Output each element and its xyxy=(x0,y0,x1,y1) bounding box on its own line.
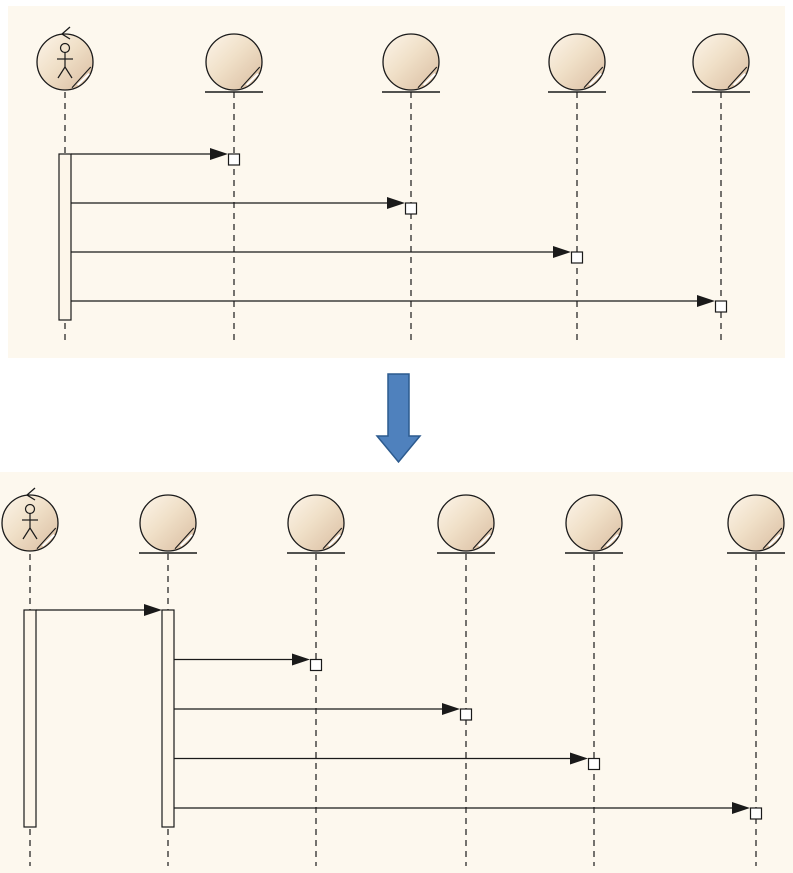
lifeline-circle xyxy=(548,33,606,91)
entity-lifeline-head[interactable] xyxy=(205,33,263,93)
execution-box xyxy=(714,300,728,313)
execution-box xyxy=(227,153,241,166)
after-diagram-panel xyxy=(0,472,793,873)
execution-box xyxy=(404,202,418,215)
entity-lifeline-head[interactable] xyxy=(692,33,750,93)
highlight-line xyxy=(76,73,90,86)
lifeline-circle xyxy=(205,33,263,91)
message-arrow[interactable] xyxy=(36,604,162,616)
entity-lifeline-head[interactable] xyxy=(437,494,495,554)
arrowhead-icon xyxy=(387,197,405,209)
highlight-line xyxy=(477,534,491,547)
down-arrow-icon xyxy=(375,373,422,464)
execution-box xyxy=(309,658,323,672)
activation-bar[interactable] xyxy=(161,609,175,828)
arrowhead-icon xyxy=(553,246,571,258)
highlight-line xyxy=(732,73,746,86)
highlight-line xyxy=(767,534,781,547)
before-sequence-diagram xyxy=(36,26,750,340)
activation-bar[interactable] xyxy=(58,153,72,321)
shading-line xyxy=(727,66,748,89)
message-arrow[interactable] xyxy=(174,752,601,771)
shading-line xyxy=(583,66,604,89)
highlight-line xyxy=(327,534,341,547)
actor-lifeline-head[interactable] xyxy=(1,487,59,552)
entity-lifeline-head[interactable] xyxy=(287,494,345,554)
arrowhead-icon xyxy=(442,703,460,715)
highlight-line xyxy=(605,534,619,547)
shading-line xyxy=(417,66,438,89)
execution-box xyxy=(459,708,473,721)
message-arrow[interactable] xyxy=(71,148,241,166)
lifeline-circle xyxy=(692,33,750,91)
execution-box xyxy=(587,757,601,771)
arrowhead-icon xyxy=(570,752,588,765)
shading-line xyxy=(174,527,195,550)
message-arrow[interactable] xyxy=(71,246,584,264)
lifeline-circle xyxy=(139,494,197,552)
highlight-line xyxy=(422,73,436,86)
message-arrow[interactable] xyxy=(174,703,473,721)
highlight-line xyxy=(588,73,602,86)
message-arrow[interactable] xyxy=(174,653,323,672)
entity-lifeline-head[interactable] xyxy=(548,33,606,93)
message-arrow[interactable] xyxy=(71,197,418,215)
highlight-line xyxy=(245,73,259,86)
arrowhead-icon xyxy=(732,802,750,814)
shading-line xyxy=(71,66,92,89)
activation-bar[interactable] xyxy=(23,609,37,828)
execution-box xyxy=(570,251,584,264)
entity-lifeline-head[interactable] xyxy=(139,494,197,554)
message-arrow[interactable] xyxy=(71,295,728,313)
shading-line xyxy=(762,527,783,550)
shading-line xyxy=(600,527,621,550)
stick-figure-icon xyxy=(57,42,73,79)
lifeline-circle xyxy=(382,33,440,91)
actor-lifeline-head[interactable] xyxy=(36,26,94,91)
entity-lifeline-head[interactable] xyxy=(382,33,440,93)
hook-mark-icon xyxy=(60,26,71,40)
shading-line xyxy=(36,527,57,550)
arrowhead-icon xyxy=(210,148,228,160)
lifeline-circle xyxy=(565,494,623,552)
arrowhead-icon xyxy=(144,604,162,616)
shading-line xyxy=(240,66,261,89)
highlight-line xyxy=(41,534,55,547)
entity-lifeline-head[interactable] xyxy=(565,494,623,554)
highlight-line xyxy=(179,534,193,547)
lifeline-circle xyxy=(727,494,785,552)
lifeline-circle xyxy=(437,494,495,552)
entity-lifeline-head[interactable] xyxy=(727,494,785,554)
shading-line xyxy=(322,527,343,550)
arrowhead-icon xyxy=(292,653,310,666)
hook-mark-icon xyxy=(25,487,36,501)
arrowhead-icon xyxy=(697,295,715,307)
message-arrow[interactable] xyxy=(174,802,763,820)
after-sequence-diagram xyxy=(1,487,785,866)
lifeline-circle xyxy=(287,494,345,552)
stick-figure-icon xyxy=(22,503,38,540)
shading-line xyxy=(472,527,493,550)
execution-box xyxy=(749,807,763,820)
